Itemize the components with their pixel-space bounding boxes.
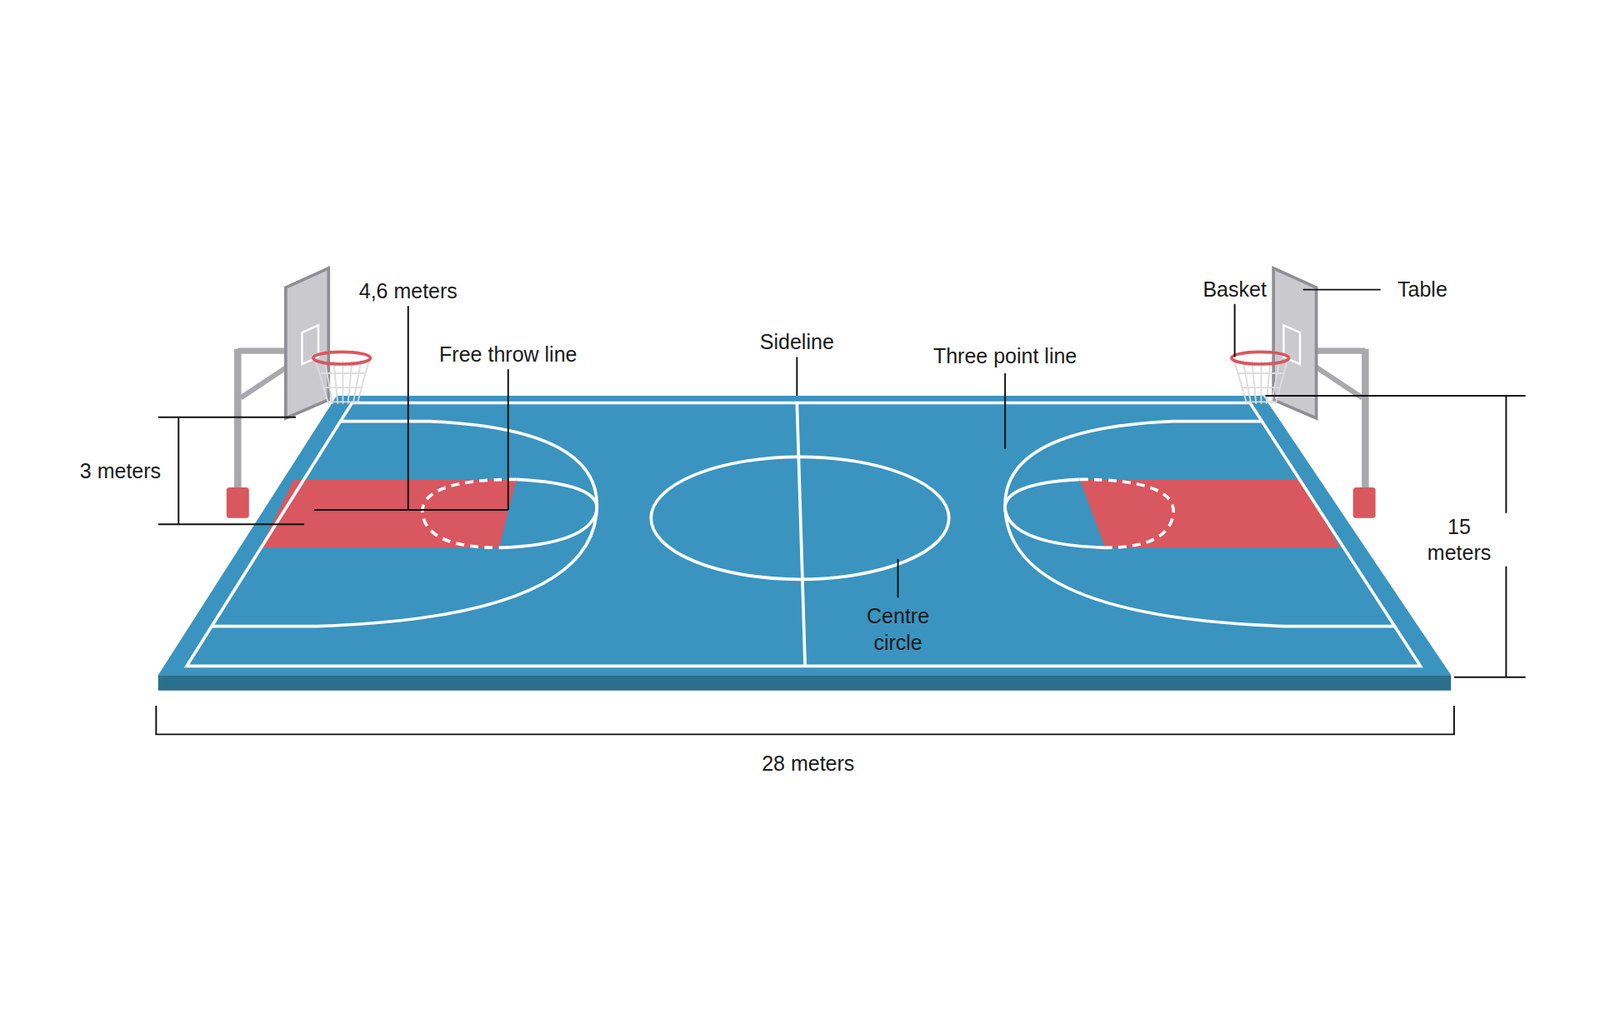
leader-line	[314, 305, 509, 510]
free-throw-arc-dashed	[422, 479, 517, 548]
leader-lines	[155, 290, 1525, 735]
brace	[240, 365, 290, 398]
boundary-line	[186, 403, 1420, 667]
part-label: Centre circle	[845, 602, 951, 657]
leader-line	[1004, 373, 1006, 450]
right-hoop	[1231, 268, 1376, 519]
backboard-box	[301, 325, 319, 365]
court	[158, 395, 1451, 691]
free-throw-arc	[499, 479, 598, 548]
free-throw-arc-dashed	[1080, 479, 1175, 548]
dimension-bracket	[158, 417, 305, 525]
left-hoop	[226, 268, 371, 519]
brace	[1313, 365, 1363, 398]
backboard-box	[1283, 325, 1300, 365]
pole-base	[226, 487, 250, 519]
pole	[234, 349, 242, 495]
part-label: Free throw line	[436, 340, 580, 369]
arm	[1313, 347, 1365, 354]
net	[315, 359, 370, 405]
dimension-bracket	[1265, 395, 1525, 678]
three-point-line	[1005, 421, 1395, 627]
court-lines	[186, 403, 1420, 667]
dimension-bracket	[155, 705, 1455, 735]
dimension-label: 15 meters	[1410, 512, 1508, 567]
leader-line	[1234, 304, 1236, 358]
key-area	[1080, 479, 1340, 548]
midline	[796, 403, 805, 667]
net	[1233, 359, 1288, 405]
backboard	[285, 268, 329, 419]
dimension-label: 4,6 meters	[356, 277, 460, 305]
dimension-label: 28 meters	[759, 750, 857, 778]
hoop	[313, 351, 371, 365]
part-label: Table	[1395, 275, 1450, 304]
leader-line	[1303, 289, 1381, 291]
leader-line	[507, 369, 510, 510]
part-label: Basket	[1200, 275, 1269, 304]
pole-base	[1353, 487, 1376, 519]
pole	[1361, 349, 1370, 495]
leader-line	[795, 356, 798, 396]
court-surface	[158, 395, 1451, 675]
free-throw-arc	[1005, 479, 1105, 548]
arm	[237, 347, 290, 354]
part-label: Three point line	[930, 343, 1080, 371]
part-label: Sideline	[757, 329, 837, 357]
hoop	[1231, 351, 1290, 365]
centre-circle	[650, 456, 950, 580]
leader-line	[897, 559, 900, 599]
dimension-label: 3 meters	[71, 457, 169, 485]
court-edge	[158, 675, 1451, 690]
